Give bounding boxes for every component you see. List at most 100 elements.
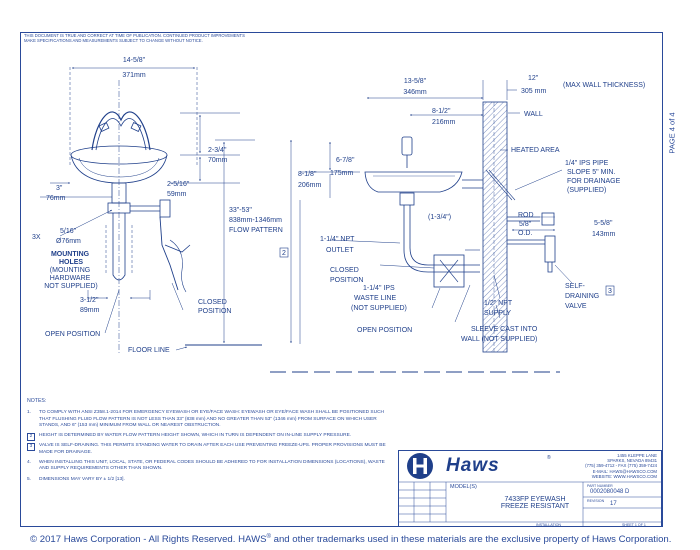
heated-area-label: HEATED AREA: [511, 147, 560, 154]
note-2: 2 HEIGHT IS DETERMINED BY WATER FLOW PAT…: [27, 433, 389, 442]
note-text: DIMENSIONS MAY VARY BY ± 1/2 [13].: [39, 476, 125, 482]
note-number: 4.: [27, 460, 32, 466]
product-line: 7433FP EYEWASH: [504, 496, 566, 503]
closed-position-front: CLOSED POSITION: [198, 299, 231, 315]
dim-width-in: 14-5/8": [123, 57, 146, 64]
dim-height-in: 2-3/4": [208, 147, 227, 154]
note-1: 1. TO COMPLY WITH ANSI Z358.1-2014 FOR E…: [27, 410, 389, 429]
revision-label: REVISION: [587, 499, 605, 503]
note-2-box: [279, 247, 289, 258]
product-line: FREEZE RESISTANT: [500, 503, 570, 510]
side-bowl-mm: 175mm: [330, 170, 354, 177]
note-text: TO COMPLY WITH ANSI Z358.1-2014 FOR EMER…: [39, 410, 385, 428]
open-position-front: OPEN POSITION: [45, 331, 100, 338]
copyright-text: © 2017 Haws Corporation - All Rights Res…: [30, 534, 267, 546]
company-address: 1455 KLEPPE LANE SPARKS, NEVADA 89431 (7…: [537, 453, 657, 479]
dim-base-mm: 89mm: [80, 307, 100, 314]
registered-mark: ®: [547, 455, 551, 461]
dim-depth-mm: 59mm: [167, 191, 187, 198]
brand-wordmark: Haws: [446, 455, 500, 476]
note-text: WHEN INSTALLING THIS UNIT, LOCAL, STATE,…: [39, 460, 385, 472]
notes-section: NOTES: 1. TO COMPLY WITH ANSI Z358.1-201…: [27, 398, 389, 487]
hole-size-mm: Ø76mm: [56, 238, 81, 245]
front-view-labels: 14-5/8" 371mm 2-3/4" 70mm 3" 76mm 2-5/16…: [32, 57, 289, 354]
waste-line-label: 1-1/4" IPS WASTE LINE (NOT SUPPLIED): [351, 285, 407, 312]
self-draining-valve: SELF- DRAINING VALVE: [565, 283, 601, 310]
address-line: SPARKS, NEVADA 89431: [607, 458, 657, 464]
flow-range-mm: 838mm-1346mm: [229, 217, 282, 224]
closed-position-side: CLOSED POSITION: [330, 267, 363, 284]
rod-label: ROD 5/8" O.D.: [518, 212, 536, 237]
note-number: 1.: [27, 410, 32, 416]
side-view-labels: 13-5/8" 346mm 12" 305 mm (MAX WALL THICK…: [298, 75, 645, 343]
disclaimer-line: THIS DOCUMENT IS TRUE AND CORRECT AT TIM…: [24, 33, 245, 38]
disclaimer: THIS DOCUMENT IS TRUE AND CORRECT AT TIM…: [24, 33, 284, 43]
valve-dim-mm: 143mm: [592, 231, 616, 238]
registered-sup: ®: [266, 534, 271, 540]
address-line: WEBSITE: WWW.HAWSCO.COM: [591, 473, 657, 479]
side-bowl-in: 6-7/8": [336, 157, 355, 164]
side-head-mm: 216mm: [432, 119, 456, 126]
part-number-label: PART NUMBER: [587, 484, 613, 488]
product-name: 7433FP EYEWASH FREEZE RESISTANT: [490, 496, 580, 510]
note-4: 4. WHEN INSTALLING THIS UNIT, LOCAL, STA…: [27, 460, 389, 473]
title-block-grid: [398, 481, 662, 527]
install-label: INSTALLATION: [536, 523, 562, 527]
copyright-tail: and other trademarks used in these mater…: [270, 534, 672, 546]
address-line: E-MAIL: HAWS@HAWSCO.COM: [592, 468, 657, 474]
address-line: 1455 KLEPPE LANE: [617, 453, 657, 458]
disclaimer-line: MAKE SPECIFICATIONS AND MEASUREMENTS SUB…: [24, 38, 203, 44]
dim-offset-mm: 76mm: [46, 195, 66, 202]
dim-width-mm: 371mm: [122, 72, 146, 79]
dim-offset-in: 3": [56, 185, 63, 192]
wall-thickness-note: (MAX WALL THICKNESS): [563, 82, 645, 89]
title-block: [398, 450, 662, 527]
haws-logo-mark: [407, 453, 433, 479]
pipe-slope-note: 1/4" IPS PIPE SLOPE 5" MIN. FOR DRAINAGE…: [565, 160, 622, 194]
copyright-notice: © 2017 Haws Corporation - All Rights Res…: [30, 534, 671, 545]
sleeve-label: SLEEVE CAST INTO WALL (NOT SUPPLIED): [461, 326, 539, 343]
open-position-side: OPEN POSITION: [357, 327, 412, 334]
side-total-in: 8-1/8": [298, 171, 317, 178]
side-total-mm: 206mm: [298, 182, 322, 189]
note-2-ref: 2: [282, 250, 286, 257]
note-5: 5. DIMENSIONS MAY VARY BY ± 1/2 [13].: [27, 477, 389, 483]
gap-dim: (1-3/4"): [428, 214, 451, 221]
note-3: 3 VALVE IS SELF-DRAINING. THIS PERMITS S…: [27, 443, 389, 456]
hole-count: 3X: [32, 234, 41, 241]
note-3-box: [605, 285, 615, 296]
dim-depth-in: 2-5/16": [167, 181, 190, 188]
front-view: [40, 67, 262, 355]
sheet-label: SHEET 1 OF 1: [622, 523, 646, 527]
models-label: MODEL(S): [450, 484, 477, 490]
dim-base-in: 3-1/2": [80, 297, 99, 304]
valve-dim-in: 5-5/8": [594, 220, 613, 227]
drawing-frame: [20, 32, 663, 527]
part-number: 0002080048 D: [590, 489, 630, 495]
note-number: 5.: [27, 476, 32, 482]
side-head-in: 8-1/2": [432, 108, 451, 115]
note-text: HEIGHT IS DETERMINED BY WATER FLOW PATTE…: [39, 433, 352, 439]
notes-title: NOTES:: [27, 398, 47, 404]
mounting-holes-title: MOUNTING HOLES: [51, 251, 91, 266]
side-depth-in: 13-5/8": [404, 78, 427, 85]
hole-size-in: 5/16": [60, 228, 77, 235]
flow-range-in: 33"-53": [229, 207, 252, 214]
dim-height-mm: 70mm: [208, 157, 228, 164]
address-line: (775) 359-4712 - FAX (775) 359-7424: [585, 463, 657, 469]
side-depth-mm: 346mm: [403, 89, 427, 96]
wall-label: WALL: [524, 111, 543, 118]
flow-pattern-label: FLOW PATTERN: [229, 227, 283, 234]
outlet-label: 1-1/4" NPT OUTLET: [320, 236, 356, 254]
note-text: VALVE IS SELF-DRAINING. THIS PERMITS STA…: [39, 443, 386, 455]
note-number: 2: [27, 433, 35, 442]
revision-number: 17: [610, 501, 617, 507]
note-number: 3: [27, 443, 35, 452]
wall-thickness-in: 12": [528, 75, 539, 82]
mounting-hardware-note: (MOUNTING HARDWARE NOT SUPPLIED): [44, 267, 98, 290]
supply-label: 1/2" NPT SUPPLY: [484, 300, 514, 317]
side-view: [270, 80, 573, 373]
note-3-ref: 3: [608, 288, 612, 295]
